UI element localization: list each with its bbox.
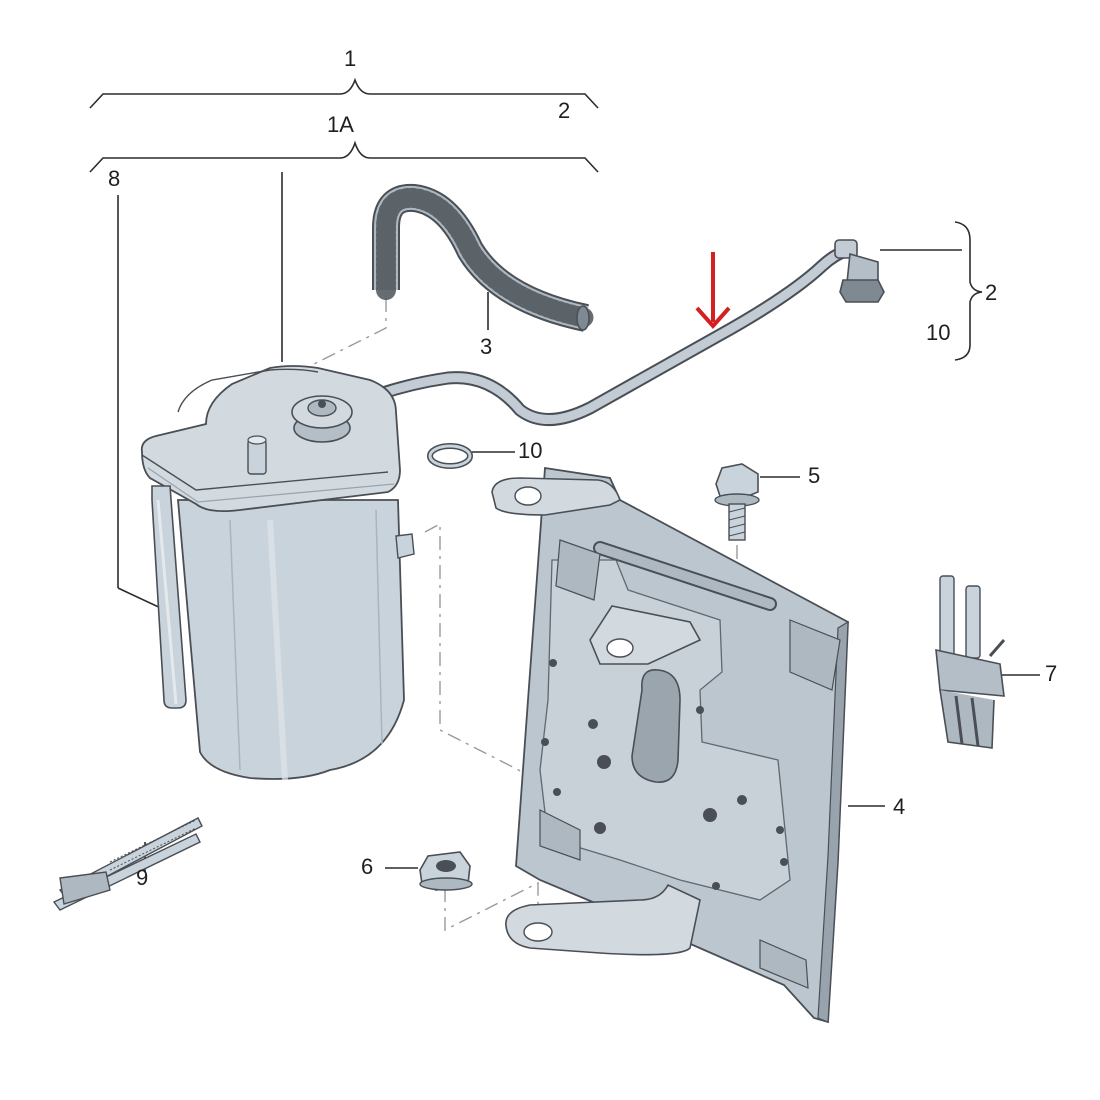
mounting-bracket-4 bbox=[491, 466, 849, 1024]
callout-10-oring: 10 bbox=[518, 438, 543, 463]
brace-1 bbox=[89, 77, 599, 109]
connector-7 bbox=[935, 575, 1006, 749]
brace-2-10 bbox=[954, 221, 983, 361]
callout-7: 7 bbox=[1045, 661, 1058, 686]
callout-1a: 1A bbox=[327, 112, 354, 137]
callout-1: 1 bbox=[344, 46, 357, 71]
hose-3 bbox=[372, 183, 596, 332]
cable-tie-9 bbox=[52, 817, 203, 911]
o-ring-10 bbox=[427, 443, 473, 469]
bolt-5 bbox=[714, 463, 760, 541]
brace-1a bbox=[89, 140, 599, 173]
callout-10-right: 10 bbox=[926, 320, 951, 345]
callout-2-top: 2 bbox=[558, 98, 571, 123]
red-arrow-icon bbox=[695, 252, 731, 330]
callout-9: 9 bbox=[136, 865, 149, 890]
assembly-line-nut bbox=[444, 881, 539, 932]
callout-5: 5 bbox=[808, 463, 821, 488]
nut-6 bbox=[419, 851, 473, 891]
callout-2-right: 2 bbox=[985, 280, 998, 305]
vent-pipe bbox=[338, 239, 885, 426]
charcoal-canister bbox=[140, 365, 415, 781]
callout-3: 3 bbox=[480, 334, 493, 359]
callout-4: 4 bbox=[893, 794, 906, 819]
callout-6: 6 bbox=[361, 854, 374, 879]
assembly-line-canister-bracket bbox=[424, 522, 711, 843]
callout-8: 8 bbox=[108, 166, 121, 191]
leader-8b bbox=[117, 587, 166, 611]
